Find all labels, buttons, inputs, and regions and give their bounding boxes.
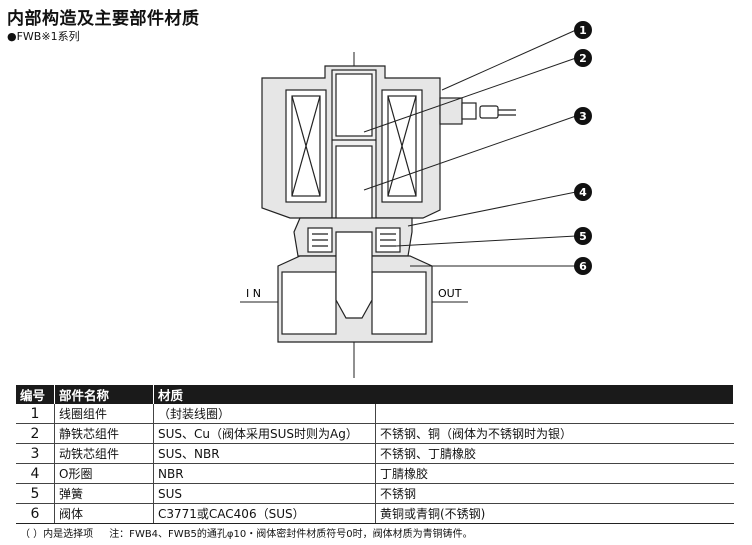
svg-text:1: 1	[579, 24, 587, 37]
row-material-code: （封装线圈）	[153, 404, 376, 424]
row-material-desc: 丁腈橡胶	[375, 463, 734, 484]
footnote: （ ）内是选择项 注：FWB4、FWB5的通孔φ10・阀体密封件材质符号0时，阀体…	[20, 525, 473, 540]
series-subtitle: ●FWB※1系列	[7, 30, 80, 43]
in-port-label: I N	[246, 287, 261, 300]
row-material-code: NBR	[153, 463, 376, 484]
footnote-option-hint: （ ）内是选择项	[20, 529, 94, 540]
row-number: 2	[16, 423, 55, 444]
callout-2: 2	[574, 49, 592, 67]
svg-text:5: 5	[579, 230, 587, 243]
callout-leaders	[363, 29, 577, 267]
table-row: 6 阀体 C3771或CAC406（SUS） 黄铜或青铜(不锈钢)	[16, 503, 734, 524]
table-row: 5 弹簧 SUS 不锈钢	[16, 483, 734, 504]
table-row: 1 线圈组件 （封装线圈）	[16, 404, 734, 424]
row-part-name: 线圈组件	[54, 404, 154, 424]
row-number: 1	[16, 404, 55, 424]
row-part-name: 阀体	[54, 503, 154, 524]
header-material: 材质	[153, 385, 734, 404]
row-part-name: O形圈	[54, 463, 154, 484]
callout-3: 3	[574, 107, 592, 125]
row-number: 5	[16, 483, 55, 504]
row-material-code: SUS、NBR	[153, 443, 376, 464]
callout-markers: 1 2 3 4 5 6	[574, 21, 592, 275]
row-material-desc: 不锈钢、丁腈橡胶	[375, 443, 734, 464]
terminal-connector	[439, 97, 516, 125]
row-material-code: C3771或CAC406（SUS）	[153, 503, 376, 524]
row-material-desc	[375, 404, 734, 424]
row-part-name: 弹簧	[54, 483, 154, 504]
callout-5: 5	[574, 227, 592, 245]
table-row: 3 动铁芯组件 SUS、NBR 不锈钢、丁腈橡胶	[16, 443, 734, 464]
header-part-name: 部件名称	[54, 385, 154, 404]
row-material-code: SUS、Cu（阀体采用SUS时则为Ag）	[153, 423, 376, 444]
row-part-name: 静铁芯组件	[54, 423, 154, 444]
row-number: 4	[16, 463, 55, 484]
svg-text:2: 2	[579, 52, 587, 65]
row-part-name: 动铁芯组件	[54, 443, 154, 464]
row-material-desc: 不锈钢、铜（阀体为不锈钢时为银）	[375, 423, 734, 444]
valve-cross-section-diagram: 1 2 3 4 5 6 I N OUT	[240, 21, 592, 378]
table-row: 4 O形圈 NBR 丁腈橡胶	[16, 463, 734, 484]
callout-1: 1	[574, 21, 592, 39]
valve-body	[277, 231, 433, 343]
page-title: 内部构造及主要部件材质	[7, 9, 200, 29]
row-material-desc: 不锈钢	[375, 483, 734, 504]
header-number: 编号	[16, 385, 55, 404]
callout-4: 4	[574, 183, 592, 201]
svg-text:6: 6	[579, 260, 587, 273]
table-header-row: 编号 部件名称 材质	[16, 385, 734, 404]
out-port-label: OUT	[438, 287, 462, 300]
materials-table: 编号 部件名称 材质 1 线圈组件 （封装线圈） 2 静铁芯组件 SUS、Cu（…	[16, 385, 734, 524]
row-number: 6	[16, 503, 55, 524]
row-number: 3	[16, 443, 55, 464]
table-row: 2 静铁芯组件 SUS、Cu（阀体采用SUS时则为Ag） 不锈钢、铜（阀体为不锈…	[16, 423, 734, 444]
footnote-text: 注：FWB4、FWB5的通孔φ10・阀体密封件材质符号0时，阀体材质为青铜铸件。	[109, 529, 473, 540]
row-material-code: SUS	[153, 483, 376, 504]
core-tube	[331, 69, 377, 227]
row-material-desc: 黄铜或青铜(不锈钢)	[375, 503, 734, 524]
svg-text:4: 4	[579, 186, 587, 199]
callout-6: 6	[574, 257, 592, 275]
svg-text:3: 3	[579, 110, 587, 123]
